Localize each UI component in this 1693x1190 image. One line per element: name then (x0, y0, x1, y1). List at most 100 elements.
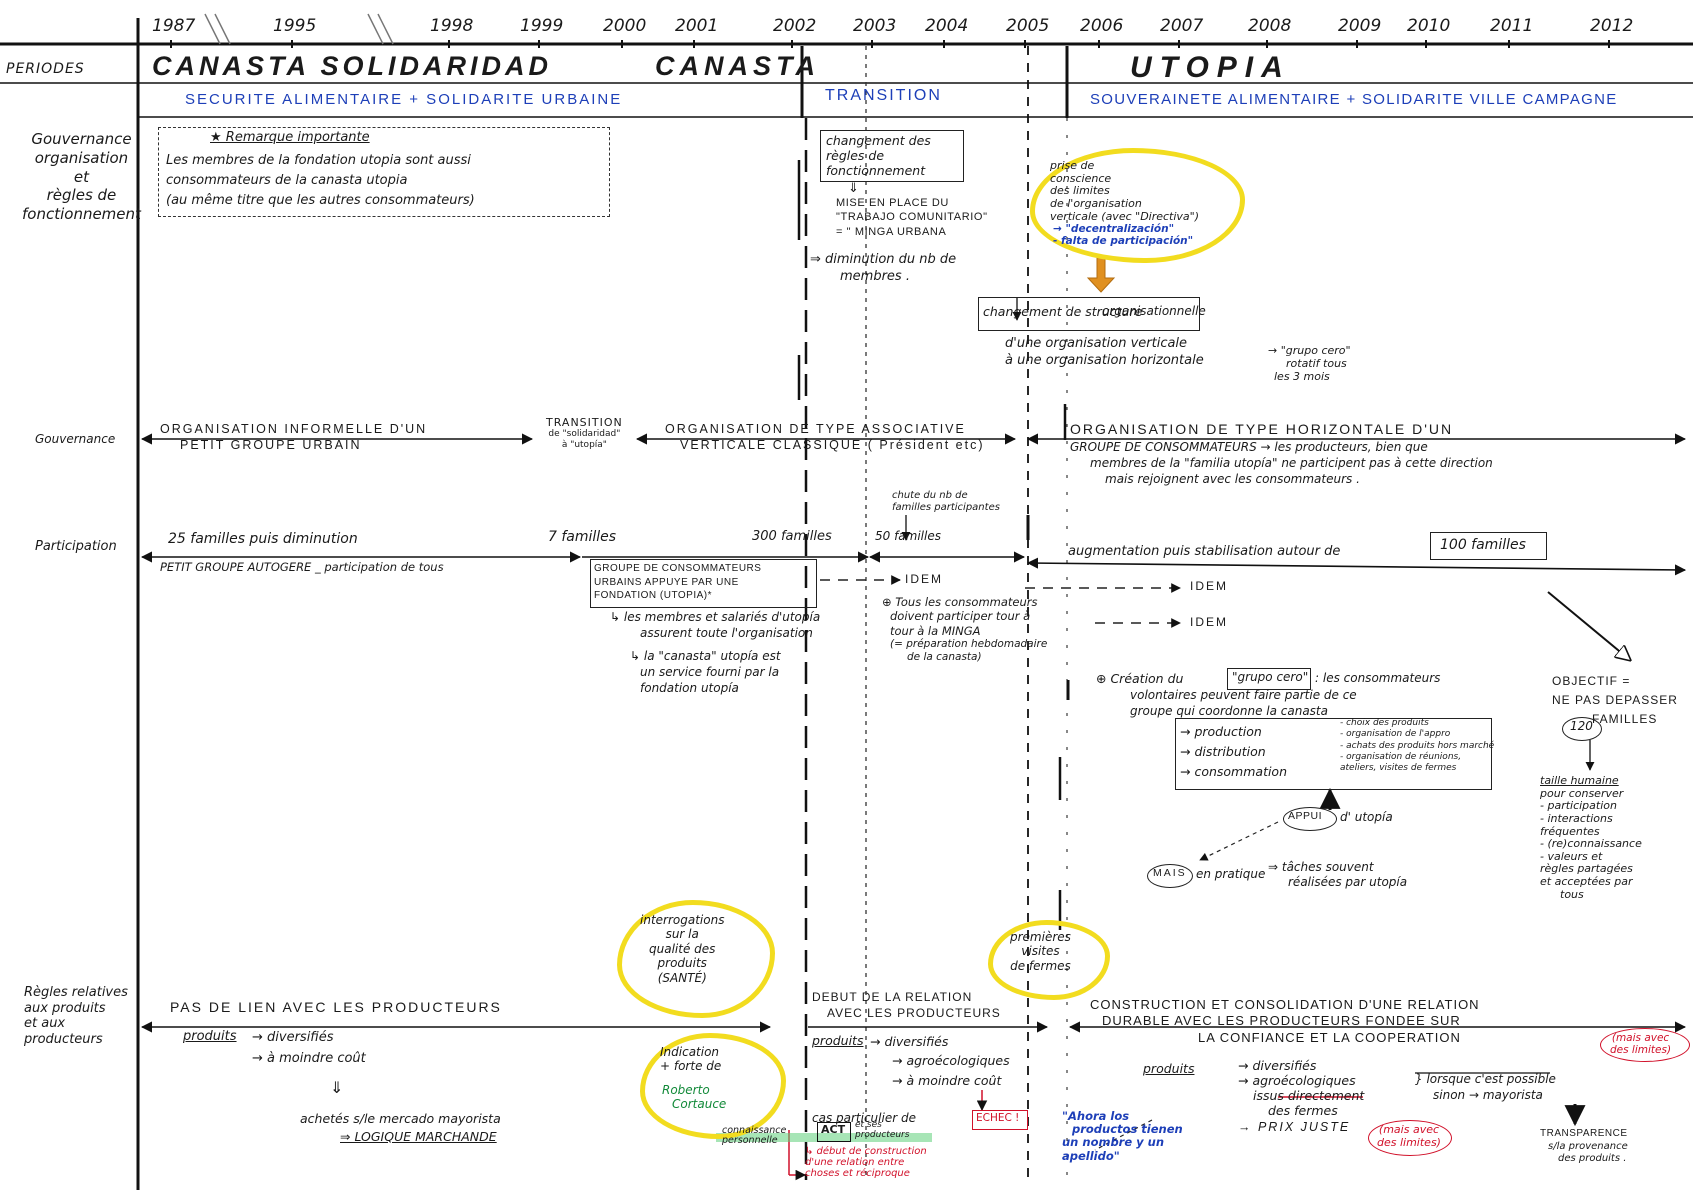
objective-number-oval (1562, 717, 1602, 741)
period-utopia: UTOPIA (1130, 51, 1291, 84)
structure-change-text: changement de structure (983, 304, 1143, 319)
human-scale-list: taille humaine pour conserver - particip… (1540, 774, 1642, 901)
year-label: 2008 (1248, 16, 1292, 36)
minga-urbana-text: MISE EN PLACE DU "TRABAJO COMUNITARIO" =… (836, 197, 988, 238)
awareness-cloud (1030, 148, 1245, 263)
roles-box (1175, 718, 1492, 790)
roberto-cloud (640, 1033, 786, 1139)
roles-list: → production → distribution → consommati… (1180, 724, 1288, 779)
rules-change-box (820, 130, 964, 182)
left-products-list: → diversifiés → à moindre coût (252, 1030, 366, 1066)
year-tick (693, 40, 695, 48)
gov-horizontal-text: ORGANISATION DE TYPE HORIZONTALE D'UN GR… (1070, 421, 1493, 487)
mid-relation-title: DEBUT DE LA RELATION AVEC LES PRODUCTEUR… (812, 990, 1001, 1020)
limits-oval-1 (1368, 1120, 1452, 1156)
act-box (817, 1122, 851, 1142)
year-label: 2009 (1338, 16, 1382, 36)
year-tick (1425, 40, 1427, 48)
transparency-text: TRANSPARENCE s/la provenance des produit… (1540, 1128, 1628, 1164)
year-label: 1995 (273, 16, 317, 36)
year-label: 2001 (675, 16, 719, 36)
ahora-quote: "Ahora los productos tienen un nombre y … (1062, 1109, 1183, 1163)
year-tick (1024, 40, 1026, 48)
awareness-blue-text: → "decentralización" - falta de particip… (1053, 223, 1194, 247)
period-sub-securite: SECURITE ALIMENTAIRE + SOLIDARITE URBAIN… (185, 91, 623, 108)
grupo-cero-creation: ⊕ Création du (1096, 671, 1184, 686)
period-sub-souverainete: SOUVERAINETE ALIMENTAIRE + SOLIDARITE VI… (1090, 91, 1618, 108)
consumer-group-box (590, 559, 817, 608)
small-group-text: PETIT GROUPE AUTOGERE _ participation de… (160, 560, 444, 574)
gov-transition-text: TRANSITION de "solidaridad" à "utopía" (546, 416, 623, 450)
special-case-text: cas particulier de (812, 1111, 916, 1125)
year-label: 2003 (853, 16, 897, 36)
appui-oval (1283, 807, 1337, 831)
year-tick (1508, 40, 1510, 48)
objective-text: OBJECTIF = NE PAS DEPASSER FAMILLES (1552, 674, 1678, 727)
row-label-gouvernance: Gouvernance (35, 432, 116, 446)
echec-box (972, 1110, 1028, 1130)
quality-cloud (617, 900, 775, 1018)
count-7: 7 familles (548, 529, 617, 545)
year-label: 1987 (152, 16, 196, 36)
construction-start-text: ↳ début de construction d'une relation e… (805, 1146, 927, 1179)
important-note-text: Les membres de la fondation utopia sont … (166, 153, 475, 209)
gov-informal-text: ORGANISATION INFORMELLE D'UN PETIT GROUP… (160, 422, 428, 453)
year-label: 2005 (1006, 16, 1050, 36)
row-label-gouvernance-long: Gouvernance organisation et règles de fo… (22, 130, 141, 223)
quality-cloud-text: interrogations sur la qualité des produi… (640, 913, 725, 985)
mais-suffix: en pratique (1196, 867, 1266, 881)
period-canasta-solidaridad: CANASTA SOLIDARIDAD (152, 51, 552, 81)
left-down-arrow-icon: ⇓ (330, 1078, 344, 1097)
year-label: 2002 (773, 16, 817, 36)
limits-oval-2 (1600, 1028, 1690, 1062)
year-label: 2012 (1590, 16, 1634, 36)
no-link-title: PAS DE LIEN AVEC LES PRODUCTEURS (170, 999, 502, 1015)
grupo-cero-box (1227, 668, 1311, 690)
grupo-cero-lines: volontaires peuvent faire partie de ce g… (1130, 688, 1357, 718)
stabilisation-text: augmentation puis stabilisation autour d… (1068, 544, 1341, 559)
left-buy-text: achetés s/le mercado mayorista ⇒ LOGIQUE… (300, 1111, 501, 1144)
act-label: ACT (821, 1123, 846, 1136)
count-100: 100 familles (1440, 537, 1526, 553)
mais-oval (1147, 864, 1193, 888)
count-50: 50 familles (875, 529, 941, 543)
idem-3: IDEM (1190, 615, 1228, 629)
row-label-periodes: PERIODES (6, 61, 85, 77)
year-label: 1998 (430, 16, 474, 36)
count-300: 300 familles (752, 529, 832, 544)
rules-change-text: changement des règles de fonctionnement (826, 133, 931, 178)
mais-result: ⇒ tâches souvent réalisées par utopía (1268, 860, 1408, 889)
mid-products-label: produits (812, 1033, 864, 1048)
mid-products-list: → diversifiés → agroécologiques → à moin… (870, 1034, 1010, 1088)
consumer-group-text: GROUPE DE CONSOMMATEURS URBAINS APPUYE P… (594, 563, 762, 601)
left-products-label: produits (183, 1029, 237, 1044)
row-label-regles: Règles relatives aux produits et aux pro… (24, 985, 128, 1047)
year-label: 1999 (520, 16, 564, 36)
echec-label: ECHEC ! (976, 1112, 1020, 1124)
structure-change-lines: d'une organisation verticale à une organ… (1005, 336, 1204, 368)
year-label: 2000 (603, 16, 647, 36)
structure-change-box (978, 297, 1200, 331)
farms-cloud-text: premières visites de fermes (1010, 930, 1071, 973)
durable-relation-title: CONSTRUCTION ET CONSOLIDATION D'UNE RELA… (1090, 997, 1480, 1045)
period-canasta: CANASTA (655, 51, 820, 81)
year-tick (538, 40, 540, 48)
decrease-note: chute du nb de familles participantes (892, 490, 1000, 513)
limits-text-1: (mais avec des limites) (1377, 1123, 1441, 1149)
year-label: 2010 (1407, 16, 1451, 36)
idem-1: IDEM (905, 572, 943, 586)
structure-change-suffix: organisationnelle (1102, 304, 1206, 318)
important-note-title: ★ Remarque importante (210, 130, 370, 145)
appui-label: APPUI (1288, 810, 1323, 822)
service-text: ↳ la "canasta" utopía est un service fou… (630, 649, 781, 696)
year-tick (1608, 40, 1610, 48)
year-label: 2011 (1490, 16, 1534, 36)
year-tick (1098, 40, 1100, 48)
important-note-box (158, 127, 610, 217)
awareness-text: prise de conscience des limites de l'org… (1050, 159, 1200, 223)
count-25: 25 familles puis diminution (168, 531, 358, 547)
year-tick (871, 40, 873, 48)
personal-knowledge-text: connaissance personnelle (722, 1125, 787, 1147)
roberto-cloud-green: Roberto Cortauce (662, 1083, 727, 1112)
